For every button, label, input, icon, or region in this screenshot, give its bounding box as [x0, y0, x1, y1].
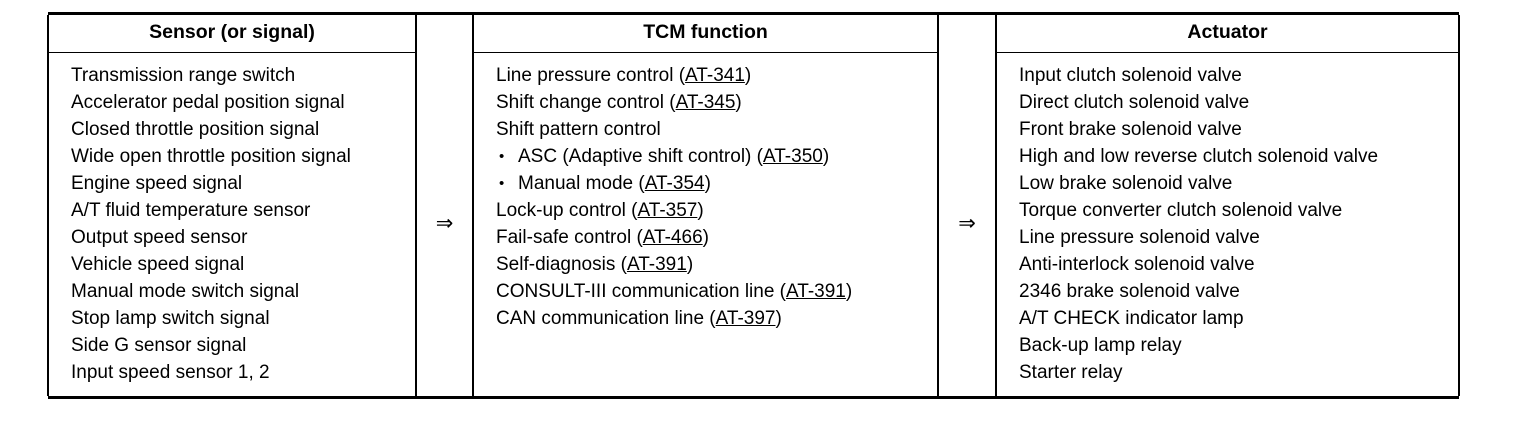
list-item: Back-up lamp relay [1019, 332, 1448, 359]
cross-reference-link[interactable]: AT-350 [762, 145, 823, 167]
list-item-label: Front brake solenoid valve [1019, 118, 1242, 140]
list-item-label: A/T fluid temperature sensor [71, 199, 311, 221]
column-header-actuator: Actuator [995, 15, 1460, 53]
list-item: Shift change control (AT-345) [496, 91, 742, 113]
cross-reference-link[interactable]: AT-354 [644, 172, 705, 194]
list-item: Side G sensor signal [71, 332, 405, 359]
list-item: 2346 brake solenoid valve [1019, 278, 1448, 305]
list-item: Anti-interlock solenoid valve [1019, 251, 1448, 278]
list-item-label: Direct clutch solenoid valve [1019, 91, 1250, 113]
flow-arrow-1-cell: ⇒ [416, 52, 473, 396]
cross-reference-link[interactable]: AT-466 [642, 226, 703, 248]
table-bottom-rule [48, 394, 1459, 399]
list-item-label: Input speed sensor 1, 2 [71, 361, 270, 383]
right-double-arrow-icon: ⇒ [435, 210, 454, 235]
cross-reference-link[interactable]: AT-391 [626, 253, 687, 275]
list-item-label: Closed throttle position signal [71, 118, 320, 140]
list-item-label: Line pressure solenoid valve [1019, 226, 1260, 248]
list-item-label: Output speed sensor [71, 226, 248, 248]
list-item: Torque converter clutch solenoid valve [1019, 197, 1448, 224]
list-item-label: Line pressure control [496, 64, 674, 86]
list-item-label: Vehicle speed signal [71, 253, 245, 275]
list-item-label: Input clutch solenoid valve [1019, 64, 1242, 86]
list-item: Low brake solenoid valve [1019, 170, 1448, 197]
list-item-label: Back-up lamp relay [1019, 334, 1182, 356]
list-item-label: Low brake solenoid valve [1019, 172, 1233, 194]
tcm-function-item-list: Line pressure control (AT-341) Shift chan… [474, 62, 937, 332]
list-item-label: Manual mode switch signal [71, 280, 300, 302]
cross-reference-link[interactable]: AT-397 [715, 307, 776, 329]
list-item: CONSULT-III communication line (AT-391) [496, 280, 853, 302]
cross-reference-link[interactable]: AT-357 [637, 199, 698, 221]
list-item: Front brake solenoid valve [1019, 116, 1448, 143]
list-item: Input speed sensor 1, 2 [71, 359, 405, 386]
header-gap-2 [938, 15, 996, 52]
list-item: Line pressure control (AT-341) [496, 64, 752, 86]
list-item-label: Fail-safe control [496, 226, 632, 248]
list-item-label: Anti-interlock solenoid valve [1019, 253, 1255, 275]
list-item: Self-diagnosis (AT-391) [496, 253, 694, 275]
list-item: Engine speed signal [71, 170, 405, 197]
list-item: ASC (Adaptive shift control) (AT-350) [496, 143, 927, 170]
right-double-arrow-icon: ⇒ [958, 210, 976, 235]
list-item-label: Starter relay [1019, 361, 1123, 383]
list-item-label: High and low reverse clutch solenoid val… [1019, 145, 1379, 167]
list-item-label: A/T CHECK indicator lamp [1019, 307, 1244, 329]
list-item: Output speed sensor [71, 224, 405, 251]
flow-arrow-2-cell: ⇒ [938, 52, 996, 396]
list-item: Stop lamp switch signal [71, 305, 405, 332]
list-item-label: ASC (Adaptive shift control) [518, 145, 752, 167]
column-body-tcm-function: Line pressure control (AT-341) Shift chan… [472, 52, 939, 396]
header-gap-1 [416, 15, 473, 52]
list-item: Shift pattern control [496, 116, 927, 143]
list-item: High and low reverse clutch solenoid val… [1019, 143, 1448, 170]
list-item-label: Lock-up control [496, 199, 626, 221]
list-item-label: Self-diagnosis [496, 253, 616, 275]
list-item: Fail-safe control (AT-466) [496, 226, 709, 248]
list-item-label: Shift pattern control [496, 118, 661, 140]
table-top-rule [48, 12, 1459, 16]
list-item: Line pressure solenoid valve [1019, 224, 1448, 251]
list-item-label: Engine speed signal [71, 172, 243, 194]
list-item-label: CAN communication line [496, 307, 705, 329]
list-item-label: 2346 brake solenoid valve [1019, 280, 1240, 302]
list-item: A/T fluid temperature sensor [71, 197, 405, 224]
list-item-label: Accelerator pedal position signal [71, 91, 345, 113]
list-item: Direct clutch solenoid valve [1019, 89, 1448, 116]
cross-reference-link[interactable]: AT-391 [786, 280, 846, 302]
list-item-label: Torque converter clutch solenoid valve [1019, 199, 1343, 221]
list-item: Wide open throttle position signal [71, 143, 405, 170]
list-item-label: Side G sensor signal [71, 334, 247, 356]
list-item: Accelerator pedal position signal [71, 89, 405, 116]
list-item-label: Shift change control [496, 91, 664, 113]
list-item: Starter relay [1019, 359, 1448, 386]
list-item: Input clutch solenoid valve [1019, 62, 1448, 89]
list-item: Vehicle speed signal [71, 251, 405, 278]
list-item: Manual mode switch signal [71, 278, 405, 305]
list-item-label: CONSULT-III communication line [496, 280, 775, 302]
tcm-flow-table: Sensor (or signal) TCM function Actuator… [47, 12, 1460, 399]
column-header-sensor: Sensor (or signal) [47, 15, 417, 53]
list-item-label: Transmission range switch [71, 64, 296, 86]
list-item: A/T CHECK indicator lamp [1019, 305, 1448, 332]
list-item-label: Wide open throttle position signal [71, 145, 351, 167]
list-item: Closed throttle position signal [71, 116, 405, 143]
list-item: Lock-up control (AT-357) [496, 199, 704, 221]
list-item-label: Stop lamp switch signal [71, 307, 270, 329]
list-item: Transmission range switch [71, 62, 405, 89]
list-item: Manual mode (AT-354) [496, 170, 927, 197]
list-item-label: Manual mode [518, 172, 634, 194]
list-item: CAN communication line (AT-397) [496, 307, 782, 329]
table-header-row: Sensor (or signal) TCM function Actuator [47, 15, 1460, 53]
column-header-tcm-function: TCM function [472, 15, 939, 53]
cross-reference-link[interactable]: AT-345 [675, 91, 736, 113]
cross-reference-link[interactable]: AT-341 [685, 64, 745, 86]
